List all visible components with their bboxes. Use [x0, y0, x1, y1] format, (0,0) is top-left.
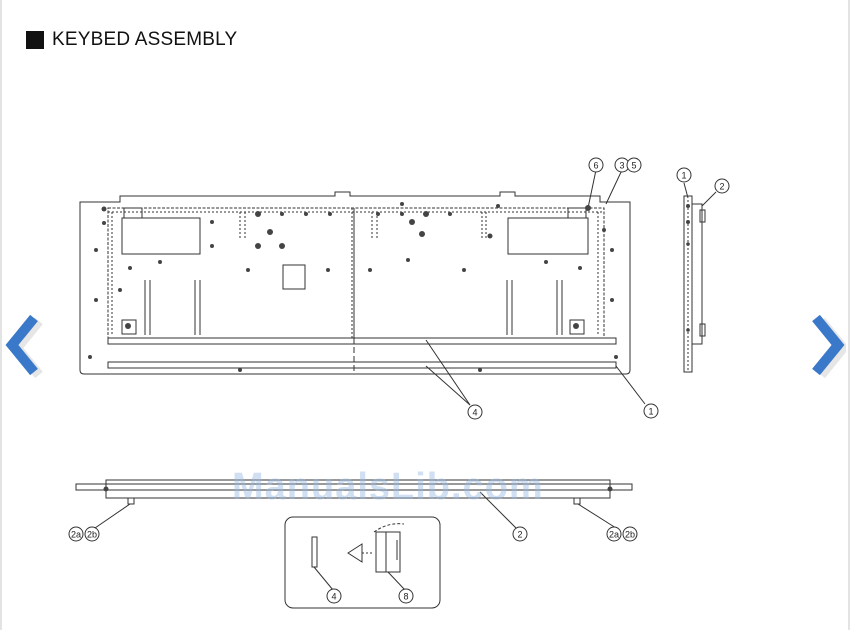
callout-left-2a: 2a [71, 530, 81, 540]
frame-border-left [0, 0, 2, 630]
callout-left-2b: 2b [87, 530, 97, 540]
callout-right-2b: 2b [625, 530, 635, 540]
detail-inset [284, 516, 441, 609]
callout-main-1: 1 [648, 407, 653, 417]
chevron-right-icon [812, 314, 846, 379]
callout-3: 3 [619, 161, 624, 171]
callout-side-2: 2 [719, 182, 724, 192]
next-page-button[interactable] [802, 305, 850, 385]
chevron-left-icon [5, 314, 43, 379]
front-strip [107, 337, 617, 345]
callout-main-4: 4 [472, 408, 477, 418]
callout-6: 6 [593, 161, 598, 171]
keybed-inner-frame [107, 207, 605, 339]
callout-section-2: 2 [517, 530, 522, 540]
keybed-main-panel [79, 191, 631, 375]
frame-border-right [848, 0, 850, 630]
callout-detail-4: 4 [331, 592, 336, 602]
title-bullet-icon [26, 31, 44, 49]
keybed-side-view [683, 182, 717, 373]
callout-right-2a: 2a [609, 530, 619, 540]
rail-strip [107, 361, 617, 369]
callout-detail-8: 8 [403, 592, 408, 602]
callout-side-1: 1 [681, 171, 686, 181]
page-header: KEYBED ASSEMBLY [26, 28, 237, 52]
watermark-text: ManualsLib.com [232, 466, 544, 508]
callout-5: 5 [631, 161, 636, 171]
page-title: KEYBED ASSEMBLY [52, 29, 238, 50]
previous-page-button[interactable] [0, 305, 48, 385]
